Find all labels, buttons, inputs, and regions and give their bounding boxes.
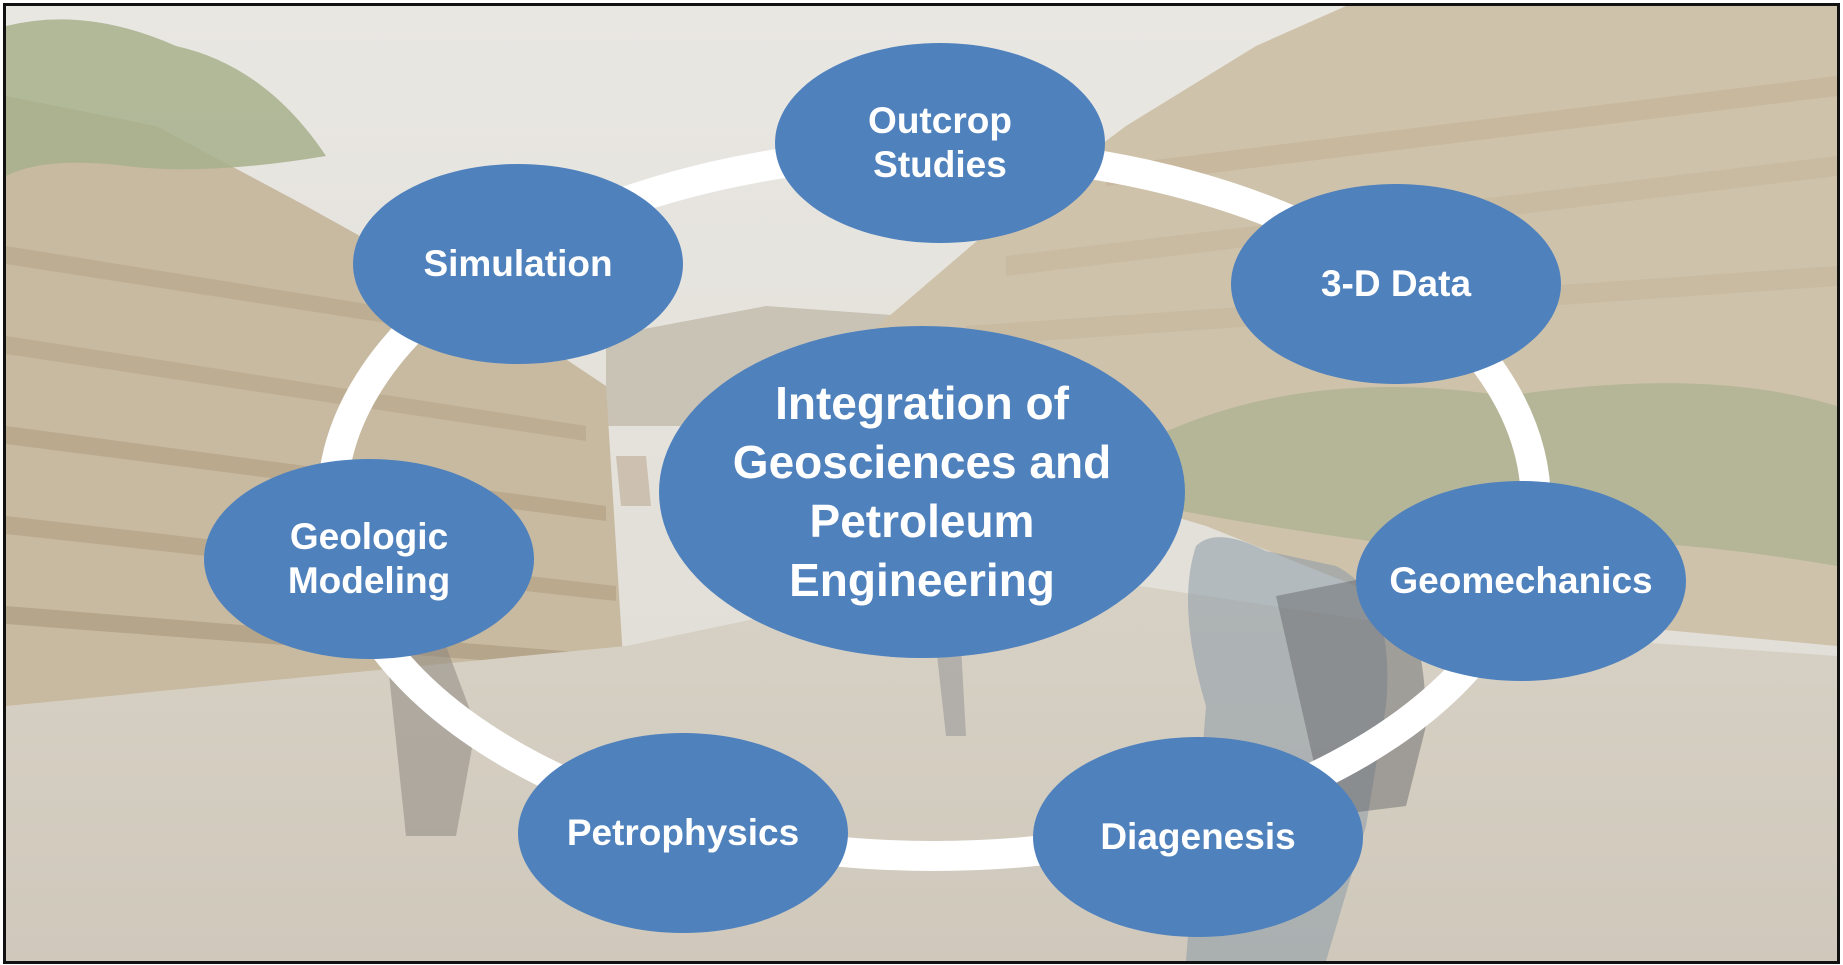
node-diagenesis: Diagenesis: [1033, 737, 1363, 937]
central-integration-node: Integration of Geosciences and Petroleum…: [659, 326, 1185, 658]
node-petrophysics: Petrophysics: [518, 733, 848, 933]
node-3d-data: 3-D Data: [1231, 184, 1561, 384]
node-geologic-modeling: Geologic Modeling: [204, 459, 534, 659]
node-outcrop-studies: Outcrop Studies: [775, 43, 1105, 243]
diagram-frame: Integration of Geosciences and Petroleum…: [3, 3, 1840, 964]
node-geomechanics: Geomechanics: [1356, 481, 1686, 681]
node-simulation: Simulation: [353, 164, 683, 364]
